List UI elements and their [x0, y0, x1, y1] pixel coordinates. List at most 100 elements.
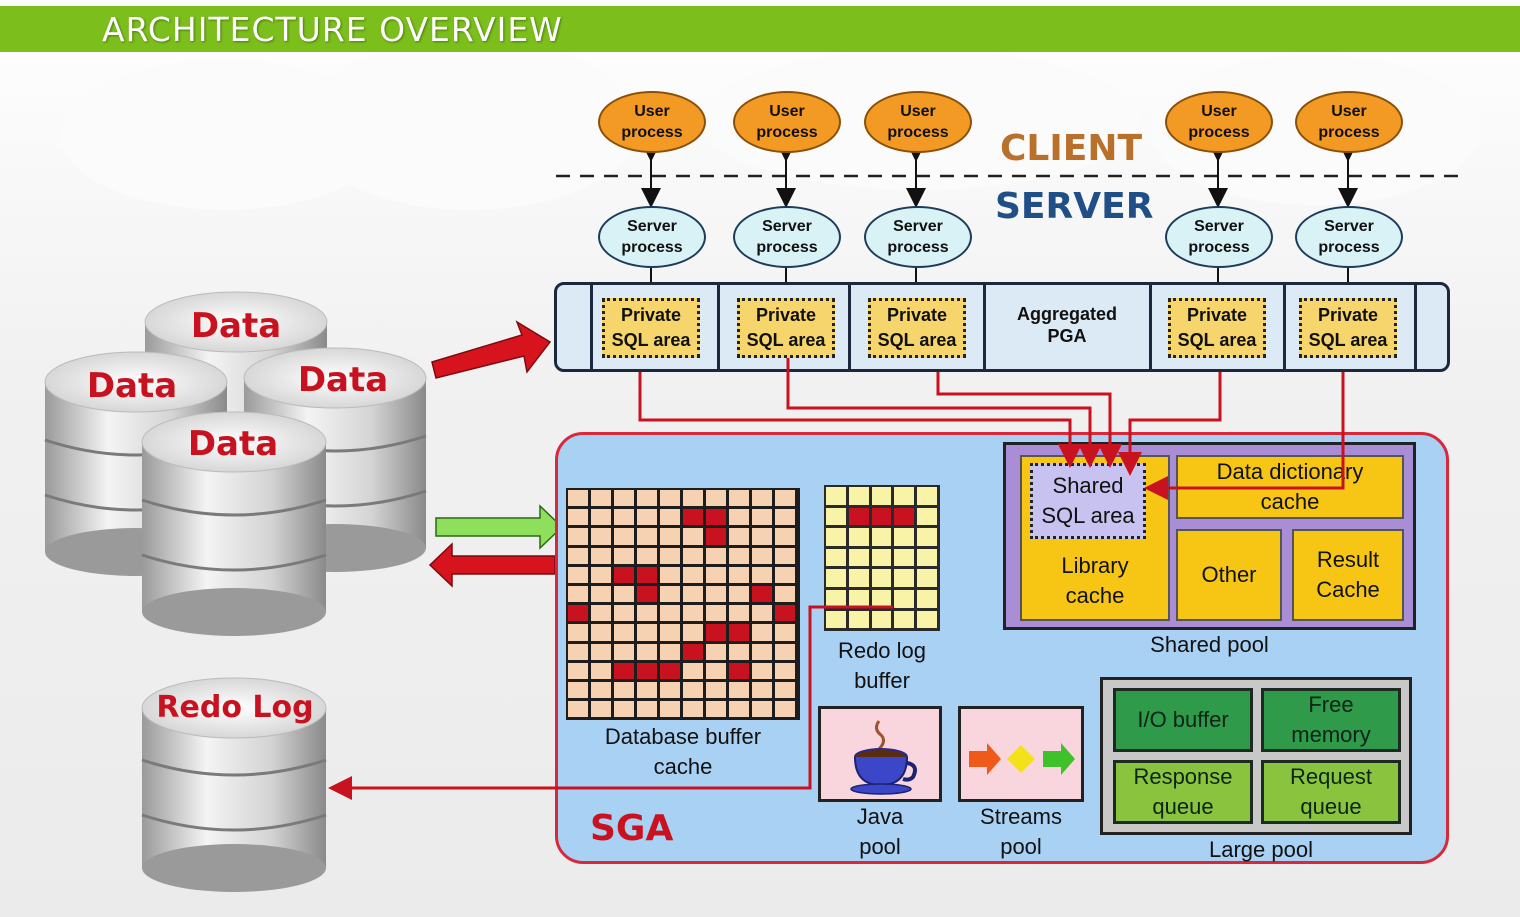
buffer-block — [917, 548, 937, 567]
buffer-block — [614, 605, 634, 622]
buffer-block — [683, 701, 703, 718]
buffer-block — [894, 569, 915, 587]
background-cloud — [300, 40, 640, 210]
private-sql-area: Private SQL area — [868, 298, 966, 358]
buffer-block — [591, 643, 611, 660]
buffer-block — [568, 662, 588, 679]
buffer-block — [591, 566, 611, 583]
buffer-block — [683, 586, 703, 603]
buffer-block — [591, 605, 611, 622]
other-label: Other — [1201, 562, 1257, 587]
user-process-label: User process — [756, 103, 818, 141]
response-queue-label: Response queue — [1133, 764, 1233, 819]
result-cache-label: Result Cache — [1316, 547, 1380, 602]
stream-arrows-icon — [969, 743, 1075, 775]
server-process-node: Server process — [1165, 206, 1273, 268]
private-sql-area: Private SQL area — [737, 298, 835, 358]
buffer-block — [848, 487, 869, 505]
buffer-block — [614, 624, 634, 641]
io-buffer-box: I/O buffer — [1113, 688, 1253, 752]
buffer-block — [706, 682, 726, 699]
read-arrow-green — [435, 504, 564, 550]
buffer-block — [894, 487, 915, 505]
buffer-block — [591, 490, 611, 507]
buffer-block — [752, 586, 772, 603]
buffer-block — [871, 528, 892, 546]
buffer-block — [637, 643, 657, 660]
buffer-block — [637, 509, 657, 526]
pga-divider — [848, 285, 851, 369]
server-process-node: Server process — [733, 206, 841, 268]
buffer-block — [775, 528, 795, 545]
data-dictionary-cache-label: Data dictionary cache — [1216, 459, 1364, 514]
server-label: SERVER — [995, 186, 1154, 227]
server-process-label: Server process — [1318, 218, 1380, 256]
buffer-block — [871, 569, 892, 587]
buffer-block — [775, 701, 795, 718]
other-box: Other — [1176, 529, 1282, 621]
buffer-block — [614, 643, 634, 660]
data-file-label: Data — [190, 306, 282, 346]
buffer-block — [568, 643, 588, 660]
buffer-block — [775, 490, 795, 507]
buffer-block — [568, 566, 588, 583]
buffer-block — [683, 547, 703, 564]
buffer-block — [848, 610, 869, 629]
header-bar — [0, 6, 1520, 52]
streams-pool-box — [958, 706, 1084, 802]
redo-log-buffer-grid — [824, 485, 940, 631]
server-process-node: Server process — [598, 206, 706, 268]
buffer-block — [917, 610, 937, 629]
buffer-block — [775, 643, 795, 660]
buffer-block — [637, 547, 657, 564]
server-process-node: Server process — [864, 206, 972, 268]
buffer-block — [660, 643, 680, 660]
buffer-block — [683, 566, 703, 583]
data-file-label: Data — [297, 360, 389, 400]
buffer-block — [637, 624, 657, 641]
buffer-block — [706, 490, 726, 507]
buffer-block — [894, 507, 915, 526]
java-pool-label: Java pool — [856, 804, 904, 859]
buffer-block — [660, 605, 680, 622]
buffer-block — [826, 569, 846, 587]
private-sql-area-label: Private SQL area — [611, 305, 691, 350]
redo-log-cylinder — [141, 677, 327, 892]
buffer-block — [775, 586, 795, 603]
private-sql-area: Private SQL area — [1299, 298, 1397, 358]
buffer-block — [848, 569, 869, 587]
large-pool-label: Large pool — [1209, 837, 1313, 862]
pga-divider — [1149, 285, 1152, 369]
buffer-block — [729, 586, 749, 603]
server-process-node: Server process — [1295, 206, 1403, 268]
buffer-block — [683, 643, 703, 660]
buffer-block — [826, 528, 846, 546]
buffer-block — [614, 509, 634, 526]
shared-sql-area-box: Shared SQL area — [1030, 463, 1146, 539]
data-dictionary-cache-box: Data dictionary cache — [1176, 455, 1404, 519]
buffer-block — [752, 547, 772, 564]
java-pool-box — [818, 706, 942, 802]
buffer-block — [591, 662, 611, 679]
buffer-block — [706, 701, 726, 718]
buffer-block — [871, 590, 892, 608]
buffer-block — [752, 566, 772, 583]
buffer-block — [917, 528, 937, 546]
buffer-block — [637, 490, 657, 507]
buffer-block — [591, 509, 611, 526]
buffer-block — [637, 605, 657, 622]
database-buffer-cache-label: Database buffer cache — [604, 724, 762, 779]
buffer-block — [894, 610, 915, 629]
buffer-block — [729, 643, 749, 660]
buffer-block — [660, 624, 680, 641]
buffer-block — [614, 662, 634, 679]
private-sql-area-label: Private SQL area — [746, 305, 826, 350]
buffer-block — [848, 528, 869, 546]
buffer-block — [706, 643, 726, 660]
client-label: CLIENT — [1000, 128, 1143, 169]
buffer-block — [729, 547, 749, 564]
buffer-block — [706, 624, 726, 641]
pga-divider — [983, 285, 986, 369]
request-queue-box: Request queue — [1261, 760, 1401, 824]
buffer-block — [729, 490, 749, 507]
